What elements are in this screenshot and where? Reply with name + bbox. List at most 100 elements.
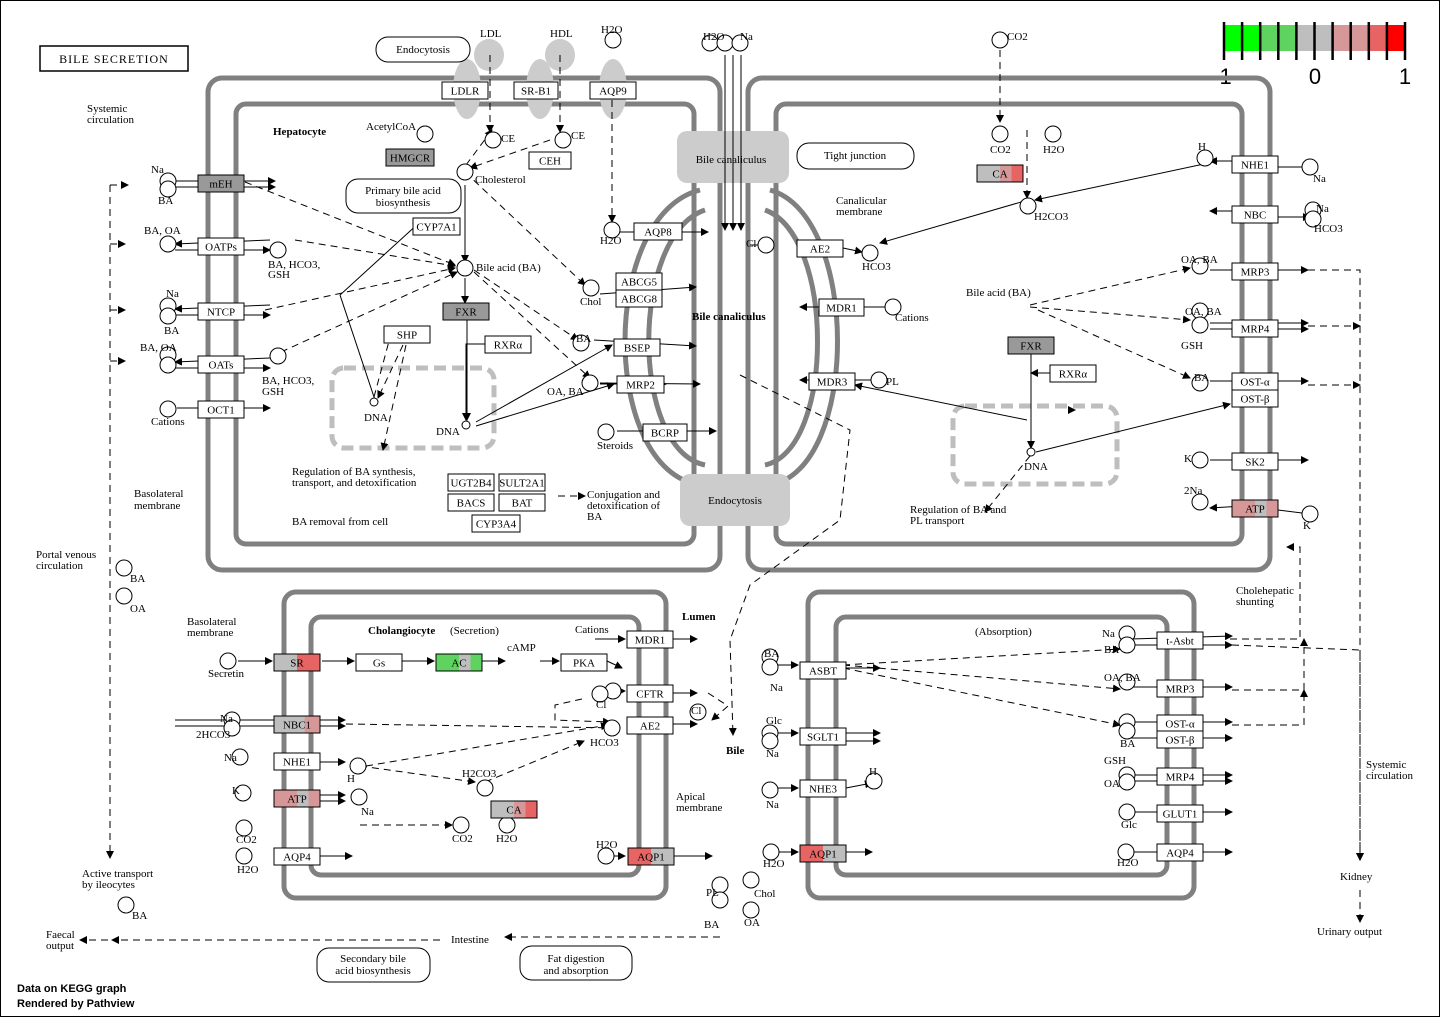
gene-abcg5[interactable]: ABCG5 <box>615 272 663 291</box>
compound-node[interactable] <box>861 244 879 262</box>
gene-ldlr[interactable]: LDLR <box>441 81 489 100</box>
compound-node[interactable] <box>234 784 252 802</box>
compound-node[interactable] <box>1118 636 1136 654</box>
compound-node[interactable] <box>350 788 368 806</box>
compound-node[interactable] <box>757 236 775 254</box>
gene-aqp1a[interactable]: AQP1 <box>627 847 675 866</box>
compound-node[interactable] <box>498 816 516 834</box>
gene-bcrp[interactable]: BCRP <box>642 423 688 442</box>
fat-digestion-box[interactable] <box>519 945 633 981</box>
compound-node[interactable] <box>1118 803 1136 821</box>
compound-node[interactable] <box>1118 722 1136 740</box>
gene-meh[interactable]: mEH <box>197 174 245 193</box>
gene-ae2b[interactable]: AE2 <box>626 716 674 735</box>
gene-oatps[interactable]: OATPs <box>197 237 245 256</box>
compound-node[interactable] <box>597 423 615 441</box>
gene-aqp9[interactable]: AQP9 <box>589 81 637 100</box>
gene-ostb2[interactable]: OST-β <box>1156 730 1204 749</box>
endocytosis-box[interactable] <box>375 36 471 63</box>
compound-node[interactable] <box>604 31 622 49</box>
compound-node[interactable] <box>223 719 241 737</box>
compound-node[interactable] <box>1044 125 1062 143</box>
gene-cyp3a4[interactable]: CYP3A4 <box>471 514 521 533</box>
compound-node[interactable] <box>761 781 779 799</box>
compound-node[interactable] <box>689 703 707 721</box>
compound-node[interactable] <box>761 732 779 750</box>
gene-mdr3[interactable]: MDR3 <box>808 372 856 391</box>
compound-node[interactable] <box>456 163 474 181</box>
compound-node[interactable] <box>1196 149 1214 167</box>
compound-node[interactable] <box>1019 197 1037 215</box>
compound-node[interactable] <box>554 131 572 149</box>
gene-ae2a[interactable]: AE2 <box>796 239 844 258</box>
compound-node[interactable] <box>1301 158 1319 176</box>
compound-node[interactable] <box>235 819 253 837</box>
compound-node[interactable] <box>591 685 609 703</box>
compound-node[interactable] <box>603 719 621 737</box>
gene-tasbt[interactable]: t-Asbt <box>1156 631 1204 650</box>
gene-ostb1[interactable]: OST-β <box>1231 389 1279 408</box>
gene-ca2[interactable]: CA <box>490 800 538 819</box>
compound-node[interactable] <box>115 587 133 605</box>
compound-node[interactable] <box>159 400 177 418</box>
gene-oats[interactable]: OATs <box>197 355 245 374</box>
compound-node[interactable] <box>711 891 729 909</box>
gene-srb1[interactable]: SR-B1 <box>513 81 559 100</box>
compound-node[interactable] <box>117 896 135 914</box>
gene-mrp3a[interactable]: MRP3 <box>1231 262 1279 281</box>
gene-nbc1[interactable]: NBC1 <box>273 715 321 734</box>
compound-node[interactable] <box>1304 210 1322 228</box>
compound-node[interactable] <box>159 356 177 374</box>
compound-node[interactable] <box>115 559 133 577</box>
compound-node[interactable] <box>416 125 434 143</box>
gene-shp[interactable]: SHP <box>383 325 431 344</box>
compound-node[interactable] <box>1191 374 1209 392</box>
primary-ba-box[interactable] <box>345 178 462 214</box>
gene-nbc[interactable]: NBC <box>1231 205 1279 224</box>
compound-node[interactable] <box>269 347 287 365</box>
compound-node[interactable] <box>991 125 1009 143</box>
compound-node[interactable] <box>484 131 502 149</box>
compound-node[interactable] <box>269 241 287 259</box>
gene-ac[interactable]: AC <box>435 653 483 672</box>
compound-node[interactable] <box>731 34 749 52</box>
compound-node[interactable] <box>761 658 779 676</box>
compound-node[interactable] <box>870 371 888 389</box>
gene-mrp4a[interactable]: MRP4 <box>1231 319 1279 338</box>
gene-asbt[interactable]: ASBT <box>799 661 847 680</box>
compound-node[interactable] <box>572 334 590 352</box>
compound-node[interactable] <box>1118 673 1136 691</box>
gene-sr[interactable]: SR <box>273 653 321 672</box>
compound-node[interactable] <box>159 307 177 325</box>
compound-node[interactable] <box>884 298 902 316</box>
gene-fxr1[interactable]: FXR <box>442 302 490 321</box>
gene-osta2[interactable]: OST-α <box>1156 714 1204 733</box>
gene-abcg8[interactable]: ABCG8 <box>615 289 663 308</box>
gene-nhe3[interactable]: NHE3 <box>799 779 847 798</box>
gene-mdr1a[interactable]: MDR1 <box>818 298 865 317</box>
compound-node[interactable] <box>1117 843 1135 861</box>
gene-mrp2[interactable]: MRP2 <box>616 375 665 394</box>
gene-hmgcr[interactable]: HMGCR <box>385 148 435 167</box>
compound-node[interactable] <box>231 748 249 766</box>
compound-node[interactable] <box>1191 257 1209 275</box>
compound-node[interactable] <box>603 221 621 239</box>
compound-node[interactable] <box>742 901 760 919</box>
gene-ceh[interactable]: CEH <box>528 151 572 170</box>
compound-node[interactable] <box>742 871 760 889</box>
gene-ugt2b4[interactable]: UGT2B4 <box>447 473 495 492</box>
gene-ntcp[interactable]: NTCP <box>197 302 245 321</box>
gene-bat[interactable]: BAT <box>498 493 546 512</box>
gene-atp2[interactable]: ATP <box>273 789 321 808</box>
gene-rxra2[interactable]: RXRα <box>1049 364 1097 383</box>
secondary-ba-box[interactable] <box>316 947 431 983</box>
gene-bsep[interactable]: BSEP <box>613 338 661 357</box>
compound-node[interactable] <box>476 779 494 797</box>
compound-node[interactable] <box>1118 773 1136 791</box>
compound-node[interactable] <box>452 816 470 834</box>
gene-aqp8[interactable]: AQP8 <box>633 222 683 241</box>
compound-node[interactable] <box>1191 493 1209 511</box>
gene-gs[interactable]: Gs <box>355 653 403 672</box>
gene-aqp1b[interactable]: AQP1 <box>799 844 847 863</box>
gene-sglt1[interactable]: SGLT1 <box>799 727 847 746</box>
